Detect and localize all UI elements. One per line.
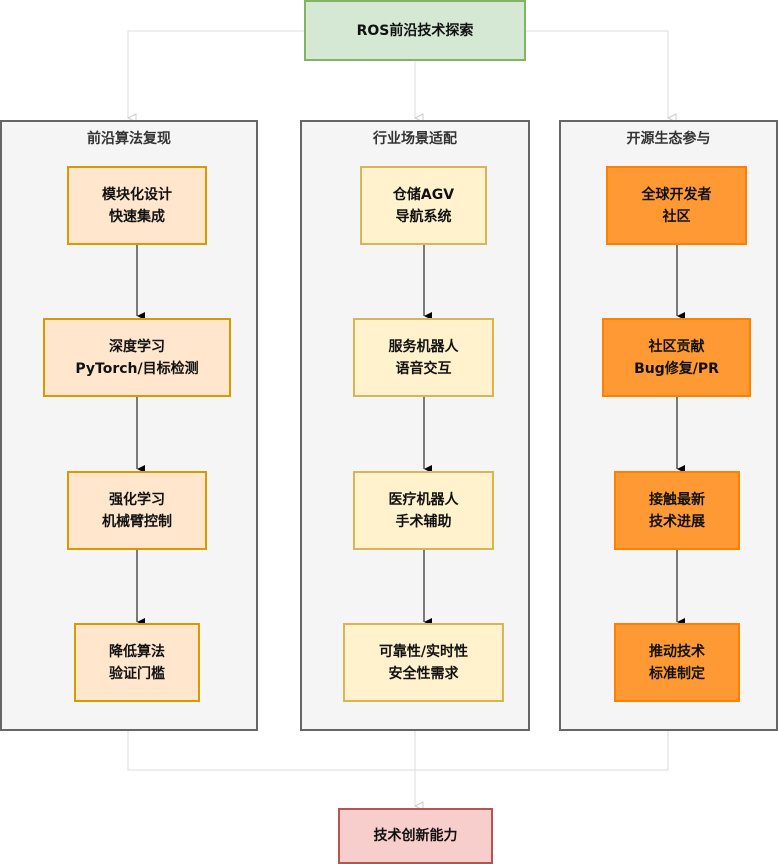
root-node[interactable]: ROS前沿技术探索 <box>304 0 526 61</box>
step-medical-robot[interactable]: 医疗机器人 手术辅助 <box>353 471 494 550</box>
connector-root-to-col3 <box>526 30 668 118</box>
column-title: 行业场景适配 <box>373 131 457 147</box>
step-deep-learning[interactable]: 深度学习 PyTorch/目标检测 <box>43 318 231 397</box>
step-community-contribution[interactable]: 社区贡献 Bug修复/PR <box>602 318 751 397</box>
step-modular-design[interactable]: 模块化设计 快速集成 <box>67 166 207 245</box>
connector-root-to-col1 <box>128 30 304 118</box>
step-global-community[interactable]: 全球开发者 社区 <box>606 166 747 245</box>
step-warehouse-agv[interactable]: 仓储AGV 导航系统 <box>360 166 487 245</box>
step-service-robot[interactable]: 服务机器人 语音交互 <box>353 318 494 397</box>
connector-col1-to-result <box>127 731 415 771</box>
connector-col3-to-result <box>415 731 669 771</box>
step-reliability-requirements[interactable]: 可靠性/实时性 安全性需求 <box>343 623 504 702</box>
column-title: 开源生态参与 <box>626 131 711 147</box>
step-lower-threshold[interactable]: 降低算法 验证门槛 <box>74 623 200 702</box>
step-standards-setting[interactable]: 推动技术 标准制定 <box>614 623 740 702</box>
column-title: 前沿算法复现 <box>87 131 171 147</box>
step-latest-progress[interactable]: 接触最新 技术进展 <box>614 471 740 550</box>
result-node[interactable]: 技术创新能力 <box>338 808 493 864</box>
step-reinforcement-learning[interactable]: 强化学习 机械臂控制 <box>67 471 207 550</box>
